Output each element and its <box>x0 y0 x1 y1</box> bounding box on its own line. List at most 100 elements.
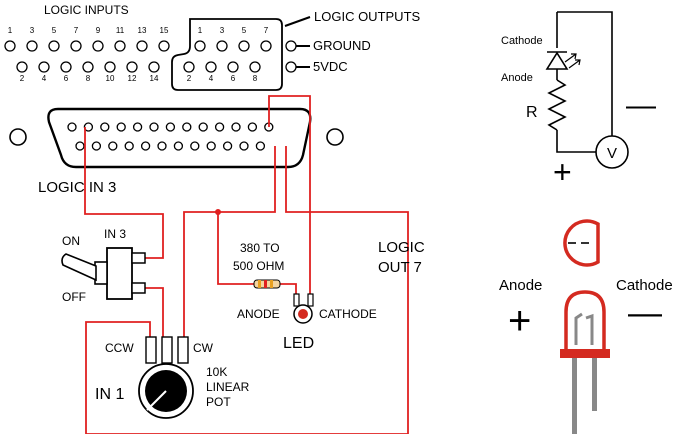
input-pin-hole <box>114 40 126 52</box>
output-pin-hole <box>194 40 206 52</box>
wire-5vdc-to-resistor <box>217 212 254 285</box>
input-pin-hole <box>104 61 116 73</box>
vdc-label: 5VDC <box>313 59 348 74</box>
output-pin-hole <box>183 61 195 73</box>
schematic-wire <box>557 11 613 136</box>
connector-pin <box>182 122 192 132</box>
db25-connector <box>9 107 344 169</box>
input-pin-hole <box>136 40 148 52</box>
connector-pin <box>239 141 249 151</box>
pot-ccw-label: CCW <box>105 341 134 355</box>
input-pin-hole <box>82 61 94 73</box>
led-lead-cathode <box>307 293 314 307</box>
schematic-wire-bottom <box>556 130 596 153</box>
input-pin-hole <box>26 40 38 52</box>
logic-outputs-group-outline <box>171 18 283 91</box>
connector-pin <box>247 122 258 132</box>
wire-switch-off-to-pot-ccw <box>145 287 164 337</box>
connector-pin <box>255 141 266 151</box>
output-pin-number: 2 <box>187 74 192 83</box>
led-detail-plus-sign: + <box>508 299 531 343</box>
connector-pin <box>165 122 176 132</box>
connector-left-mount-hole <box>9 128 27 146</box>
input-pin-number: 14 <box>150 74 159 83</box>
logic-outputs-label: LOGIC OUTPUTS <box>314 9 421 24</box>
switch-on-label: ON <box>62 234 80 248</box>
connector-pin <box>222 141 233 151</box>
logic-inputs-label: LOGIC INPUTS <box>44 3 129 17</box>
pot-terminal-cw <box>177 336 189 364</box>
connector-pin <box>231 122 241 132</box>
output-pin-hole <box>216 40 228 52</box>
led-side-anvil <box>574 312 583 345</box>
switch-name-label: IN 3 <box>104 227 126 241</box>
diode-symbol <box>545 51 569 70</box>
logic-outputs-pointer <box>284 16 311 27</box>
connector-pin <box>149 122 159 132</box>
input-pin-hole <box>48 40 60 52</box>
pot-value-line3: POT <box>206 395 231 409</box>
switch-lever <box>61 253 97 282</box>
connector-pin <box>173 141 184 151</box>
led-side-lead-right <box>592 354 597 411</box>
output-pin-number: 5 <box>242 26 247 35</box>
led-anode-label: ANODE <box>237 307 280 321</box>
led-side-dome <box>564 290 606 354</box>
connector-pin <box>132 122 143 132</box>
input-pin-hole <box>60 61 72 73</box>
output-pin-number: 4 <box>209 74 214 83</box>
output-pin-number: 3 <box>220 26 225 35</box>
led-detail-cathode-label: Cathode <box>616 277 673 294</box>
potentiometer: CCW CW IN 1 10K LINEAR POT <box>95 336 250 419</box>
toggle-switch: IN 3 ON OFF <box>61 227 146 304</box>
wire-5vdc-to-pot-cw <box>183 146 276 337</box>
logic-out-7-line2: OUT 7 <box>378 259 422 276</box>
connector-pin <box>140 141 151 151</box>
led-label: LED <box>283 335 314 352</box>
output-pin-number: 6 <box>231 74 236 83</box>
pot-value-line1: 10K <box>206 365 227 379</box>
switch-off-label: OFF <box>62 290 86 304</box>
ground-label: GROUND <box>313 38 371 53</box>
schematic-resistor-label: R <box>526 104 538 121</box>
pot-cw-label: CW <box>193 341 214 355</box>
connector-pin <box>206 141 216 151</box>
output-odd-pin-row <box>194 40 272 52</box>
input-pin-number: 5 <box>52 26 57 35</box>
input-pin-hole <box>158 40 170 52</box>
input-pin-number: 3 <box>30 26 35 35</box>
output-pin-hole <box>260 40 272 52</box>
schematic-minus-sign: — <box>626 89 656 122</box>
led-detail-minus-sign: — <box>628 294 662 332</box>
connector-pin <box>75 141 85 151</box>
input-pin-number: 15 <box>160 26 169 35</box>
connector-pin <box>100 122 110 132</box>
led-cathode-label: CATHODE <box>319 307 377 321</box>
input-pin-hole <box>126 61 138 73</box>
connector-pin <box>214 122 225 132</box>
resistor: 380 TO 500 OHM <box>233 241 284 289</box>
input-pin-number: 1 <box>8 26 13 35</box>
wire-logic-out7-to-led-cathode <box>268 95 311 300</box>
connector-pin <box>124 141 134 151</box>
resistor-band-1 <box>258 280 261 288</box>
input-pin-hole <box>70 40 82 52</box>
pot-terminal-wiper <box>161 336 173 364</box>
schematic-anode-label: Anode <box>501 72 533 84</box>
input-pin-number: 13 <box>138 26 147 35</box>
led-side-lead-left <box>572 354 577 434</box>
measurement-schematic: V Cathode Anode R — + <box>501 11 656 190</box>
input-pin-hole <box>16 61 28 73</box>
connector-right-mount-hole <box>326 128 344 146</box>
input-pin-number: 12 <box>128 74 137 83</box>
resistor-value-line2: 500 OHM <box>233 259 284 273</box>
output-pin-hole <box>238 40 250 52</box>
output-pin-hole <box>205 61 217 73</box>
output-pin-hole <box>227 61 239 73</box>
wire-logic-in3-to-switch <box>84 127 164 259</box>
connector-pin <box>190 141 200 151</box>
resistor-value-line1: 380 TO <box>240 241 280 255</box>
